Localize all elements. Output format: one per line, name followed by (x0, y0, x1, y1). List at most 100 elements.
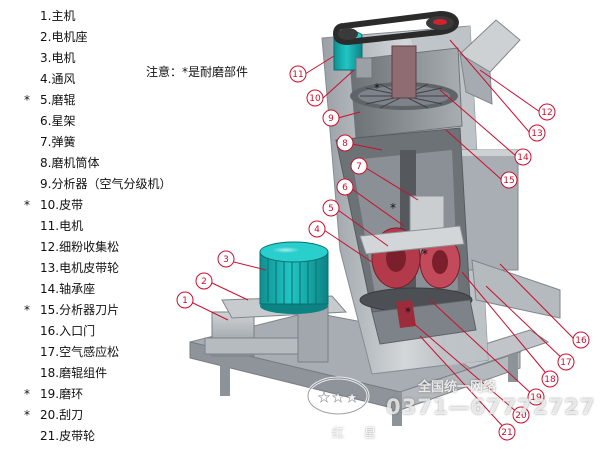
callout-number: 12 (541, 108, 552, 118)
callout-number: 7 (356, 162, 362, 172)
callout-number: 18 (544, 375, 556, 385)
wear-part-star: * (24, 303, 30, 317)
callout-18: 18 (541, 370, 559, 388)
callout-number: 20 (515, 411, 527, 421)
legend-item-label: 17.空气感应松 (40, 345, 120, 359)
parts-legend: 1.主机 2.电机座 3.电机 4.通风 *5.磨辊 6.星架 7.弹簧 8.磨… (4, 6, 204, 447)
callout-number: 1 (182, 296, 188, 306)
legend-item-20: *20.刮刀 (4, 405, 204, 426)
legend-item-1: 1.主机 (4, 6, 204, 27)
legend-item-label: 9.分析器（空气分级机） (40, 177, 172, 191)
legend-item-21: 21.皮带轮 (4, 426, 204, 447)
callout-14: 14 (514, 148, 532, 166)
legend-item-9: 9.分析器（空气分级机） (4, 174, 204, 195)
legend-item-15: * 15.分析器刀片 (4, 300, 204, 321)
watermark-phone: 0371—67772727 (386, 395, 596, 419)
callout-13: 13 (528, 124, 546, 142)
outlet-duct (459, 19, 521, 105)
legend-item-label: 14.轴承座 (40, 282, 96, 296)
legend-item-17: 17.空气感应松 (4, 342, 204, 363)
callout-number: 17 (560, 358, 571, 368)
legend-item-label: 15.分析器刀片 (40, 303, 120, 317)
scraper-blade (396, 300, 416, 328)
legend-item-label: 6.星架 (40, 114, 76, 128)
star-frame (359, 225, 465, 255)
legend-item-label: 16.入口门 (40, 324, 96, 338)
legend-item-label: 13.电机皮带轮 (40, 261, 120, 275)
callout-16: 16 (572, 331, 590, 349)
callout-number: 15 (503, 176, 514, 186)
legend-item-18: 18.磨辊组件 (4, 363, 204, 384)
drive-belt (332, 10, 460, 46)
legend-item-label: 1.主机 (40, 9, 76, 23)
main-motor (259, 241, 329, 314)
callout-4: 4 (308, 220, 326, 238)
watermark-brand: 红星 (332, 424, 396, 441)
legend-item-label: 4.通风 (40, 72, 76, 86)
legend-item-13: 13.电机皮带轮 (4, 258, 204, 279)
svg-text:*: * (405, 305, 411, 319)
callout-1: 1 (176, 291, 194, 309)
motor-pulley (338, 28, 358, 40)
callout-number: 10 (309, 94, 321, 104)
legend-item-7: 7.弹簧 (4, 132, 204, 153)
watermark-slogan: 全国统一网络 (418, 380, 497, 395)
legend-item-14: 14.轴承座 (4, 279, 204, 300)
legend-item-label: 2.电机座 (40, 30, 88, 44)
wear-part-star: * (24, 93, 30, 107)
callouts: 1 2 3 4 5 6 7 8 9 10 11 12 13 14 15 16 1… (176, 65, 590, 441)
svg-text:★: ★ (318, 390, 331, 406)
callout-19: 19 (527, 388, 545, 406)
callout-20: 20 (512, 406, 530, 424)
callout-number: 19 (530, 393, 542, 403)
callout-number: 3 (223, 255, 229, 265)
legend-item-label: 19.磨环 (40, 387, 84, 401)
callout-leaders (190, 39, 576, 432)
legend-item-label: 10.皮带 (40, 198, 84, 212)
legend-item-2: 2.电机座 (4, 27, 204, 48)
legend-item-6: 6.星架 (4, 111, 204, 132)
callout-number: 6 (342, 183, 348, 193)
legend-item-label: 12.细粉收集松 (40, 240, 120, 254)
svg-text:*: * (374, 81, 380, 95)
callout-number: 4 (314, 225, 320, 235)
belt-drive (332, 10, 460, 46)
wear-part-star: * (24, 387, 30, 401)
watermark-brand-char: 星 (364, 426, 397, 440)
legend-item-label: 21.皮带轮 (40, 429, 96, 443)
callout-2: 2 (195, 272, 213, 290)
callout-number: 9 (328, 114, 334, 124)
legend-item-8: 8.磨机筒体 (4, 153, 204, 174)
callout-number: 11 (292, 70, 303, 80)
legend-item-label: 20.刮刀 (40, 408, 84, 422)
callout-11: 11 (289, 65, 307, 83)
legend-item-5: *5.磨辊 (4, 90, 204, 111)
callout-17: 17 (557, 353, 575, 371)
callout-number: 8 (342, 139, 348, 149)
legend-item-label: 3.电机 (40, 51, 76, 65)
legend-item-16: 16.入口门 (4, 321, 204, 342)
legend-item-4: 4.通风 (4, 69, 204, 90)
callout-number: 2 (201, 277, 207, 287)
callout-6: 6 (336, 178, 354, 196)
watermark-brand-char: 红 (332, 426, 365, 440)
wear-part-markers: * * * * (374, 81, 428, 319)
svg-text:*: * (422, 247, 428, 261)
svg-text:*: * (390, 201, 396, 215)
callout-21: 21 (498, 423, 516, 441)
callout-9: 9 (322, 109, 340, 127)
callout-number: 16 (575, 336, 587, 346)
legend-item-19: * 19.磨环 (4, 384, 204, 405)
callout-number: 21 (501, 428, 512, 438)
legend-item-label: 18.磨辊组件 (40, 366, 108, 380)
watermark-logo: ★ ★ ★ (306, 376, 370, 416)
callout-3: 3 (217, 250, 235, 268)
legend-item-11: 11.电机 (4, 216, 204, 237)
legend-item-label: 11.电机 (40, 219, 84, 233)
legend-item-label: 7.弹簧 (40, 135, 76, 149)
callout-12: 12 (538, 103, 556, 121)
legend-item-3: 3.电机 (4, 48, 204, 69)
callout-7: 7 (350, 157, 368, 175)
